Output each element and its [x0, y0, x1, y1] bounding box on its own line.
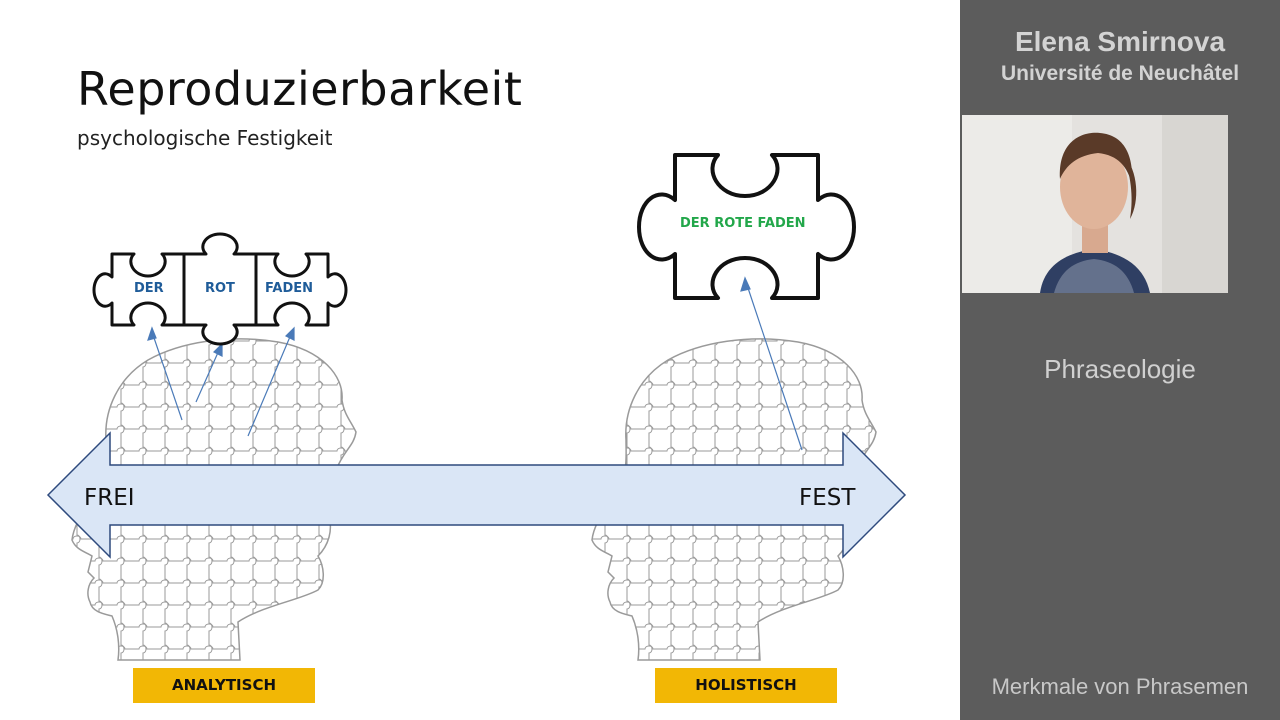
tag-analytisch: ANALYTISCH [133, 668, 315, 703]
puzzle-piece-der [92, 252, 186, 327]
puzzle-label-der-rote-faden: DER ROTE FADEN [680, 216, 806, 231]
puzzle-label-rot: ROT [205, 281, 235, 296]
tag-holistisch: HOLISTISCH [655, 668, 837, 703]
puzzle-right [637, 153, 856, 300]
course-title: Phraseologie [1044, 354, 1196, 384]
slide-subtitle: psychologische Festigkeit [77, 126, 333, 150]
chapter-title: Merkmale von Phrasemen [991, 674, 1249, 699]
puzzle-piece-faden [254, 252, 348, 327]
puzzle-label-der: DER [134, 281, 164, 296]
puzzle-label-faden: FADEN [265, 281, 314, 296]
presentation-slide: Reproduzierbarkeit psychologische Festig… [0, 0, 960, 720]
speaker-name: Elena Smirnova [1014, 26, 1226, 57]
speaker-university: Université de Neuchâtel [1000, 62, 1240, 85]
speaker-sidebar: Elena Smirnova Université de Neuchâtel P… [960, 0, 1280, 720]
webcam-video [962, 115, 1228, 293]
slide-graphics [46, 153, 907, 661]
arrow-label-frei: FREI [84, 485, 135, 511]
speaker-video-frame [962, 115, 1228, 293]
slide-title: Reproduzierbarkeit [77, 62, 523, 116]
connector-arrows [147, 276, 803, 451]
arrow-label-fest: FEST [799, 485, 856, 511]
frei-fest-arrow [46, 431, 907, 559]
puzzle-left [92, 232, 348, 346]
